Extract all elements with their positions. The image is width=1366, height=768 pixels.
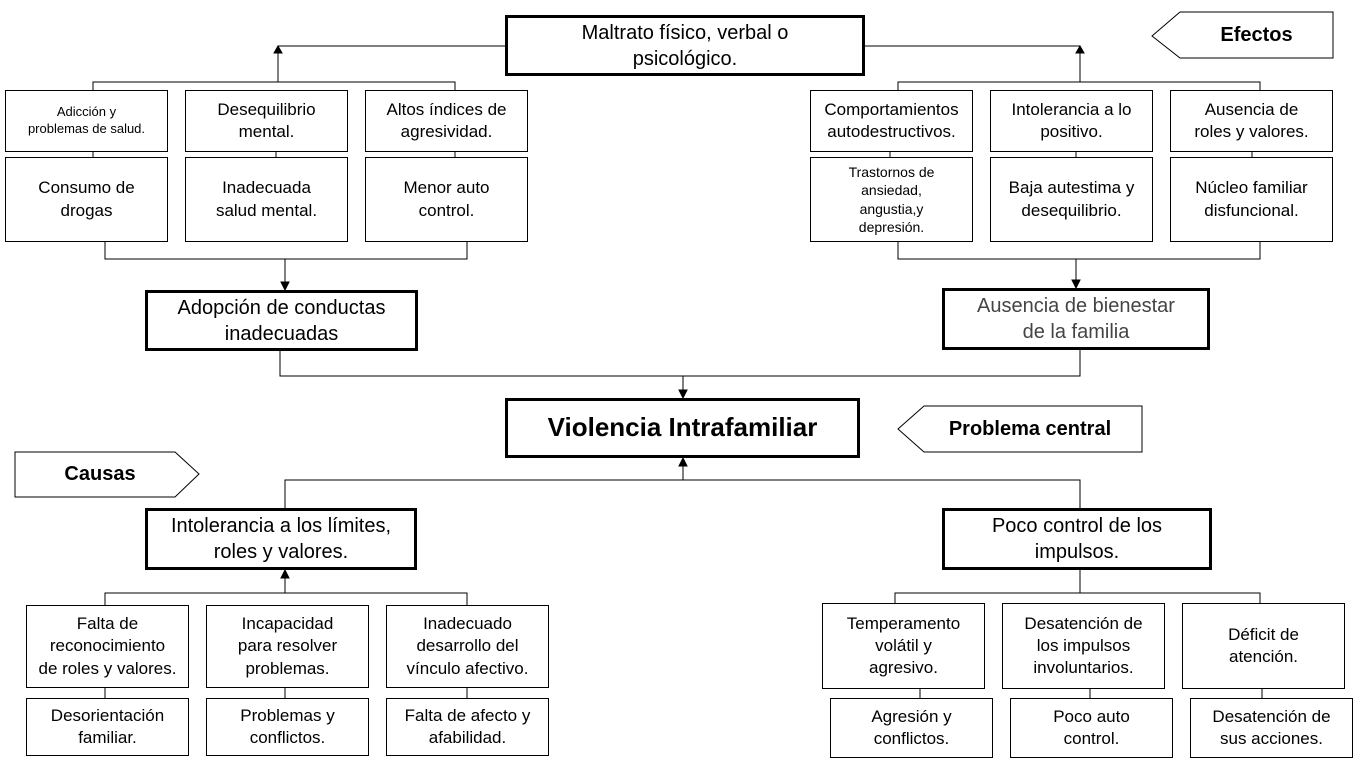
effect-left-lower-3: Menor auto control. xyxy=(365,157,528,242)
effect-right-lower-3-text: Núcleo familiar disfuncional. xyxy=(1195,178,1308,220)
arrow-down-right-main xyxy=(1071,279,1081,290)
problema-central-tag-shape xyxy=(897,405,1143,453)
central-problem-box: Violencia Intrafamiliar xyxy=(505,398,860,458)
effect-right-upper-1-text: Comportamientos autodestructivos. xyxy=(824,99,959,141)
cause-left-lower-2-text: Problemas y conflictos. xyxy=(240,705,335,747)
causas-label: Causas xyxy=(64,463,136,485)
arrow-up-left-top xyxy=(273,44,283,54)
cause-right-upper-2: Desatención de los impulsos involuntario… xyxy=(1002,603,1165,689)
cause-left-lower-3: Falta de afecto y afabilidad. xyxy=(386,698,549,756)
effect-left-upper-3: Altos índices de agresividad. xyxy=(365,90,528,152)
effect-right-upper-3: Ausencia de roles y valores. xyxy=(1170,90,1333,152)
cause-left-upper-2-text: Incapacidad para resolver problemas. xyxy=(237,614,338,678)
effect-left-lower-1: Consumo de drogas xyxy=(5,157,168,242)
top-effect-box: Maltrato físico, verbal o psicológico. xyxy=(505,15,865,76)
cause-left-upper-1-text: Falta de reconocimiento de roles y valor… xyxy=(38,614,177,678)
effect-left-lower-1-text: Consumo de drogas xyxy=(38,178,135,220)
top-left-connector xyxy=(277,45,505,82)
cause-right-main-text: Poco control de los impulsos. xyxy=(991,515,1163,563)
arrow-down-central xyxy=(678,389,688,400)
cause-left-upper-3-text: Inadecuado desarrollo del vínculo afecti… xyxy=(406,614,529,678)
arrow-down-left-main xyxy=(280,281,290,292)
efectos-tag-shape xyxy=(1151,11,1334,59)
cause-right-lower-2-text: Poco auto control. xyxy=(1053,706,1130,748)
cause-right-main: Poco control de los impulsos. xyxy=(942,508,1212,570)
effect-right-upper-2: Intolerancia a lo positivo. xyxy=(990,90,1153,152)
efectos-label: Efectos xyxy=(1220,23,1293,46)
cause-right-upper-2-text: Desatención de los impulsos involuntario… xyxy=(1024,613,1143,678)
effect-left-upper-3-text: Altos índices de agresividad. xyxy=(386,99,507,141)
effect-right-main-text: Ausencia de bienestar de la familia xyxy=(977,295,1175,343)
cause-right-lower-2: Poco auto control. xyxy=(1010,698,1173,758)
effect-left-main: Adopción de conductas inadecuadas xyxy=(145,290,418,351)
effect-right-lower-2: Baja autestima y desequilibrio. xyxy=(990,157,1153,242)
top-effect-text: Maltrato físico, verbal o psicológico. xyxy=(581,21,789,70)
effect-left-lower-2-text: Inadecuada salud mental. xyxy=(215,178,318,220)
cause-left-lower-1: Desorientación familiar. xyxy=(26,698,189,756)
central-problem-text: Violencia Intrafamiliar xyxy=(547,412,818,443)
cause-left-main: Intolerancia a los límites, roles y valo… xyxy=(145,508,417,570)
cause-right-upper-3-text: Déficit de atención. xyxy=(1228,624,1299,666)
effect-right-lower-2-text: Baja autestima y desequilibrio. xyxy=(1008,178,1135,220)
effect-left-lower-2: Inadecuada salud mental. xyxy=(185,157,348,242)
effect-right-upper-3-text: Ausencia de roles y valores. xyxy=(1194,99,1309,141)
effect-left-upper-1: Adicción y problemas de salud. xyxy=(5,90,168,152)
effect-left-main-text: Adopción de conductas inadecuadas xyxy=(177,296,386,345)
cause-left-lower-2: Problemas y conflictos. xyxy=(206,698,369,756)
effect-left-upper-2: Desequilibrio mental. xyxy=(185,90,348,152)
cause-left-lower-3-text: Falta de afecto y afabilidad. xyxy=(404,705,531,747)
cause-right-lower-3: Desatención de sus acciones. xyxy=(1190,698,1353,758)
cause-right-upper-1-text: Temperamento volátil y agresivo. xyxy=(846,613,961,678)
causas-tag-shape xyxy=(14,451,200,498)
arrow-up-left-cause xyxy=(280,568,290,579)
cause-right-upper-3: Déficit de atención. xyxy=(1182,603,1345,689)
effect-right-upper-1: Comportamientos autodestructivos. xyxy=(810,90,973,152)
cause-right-upper-1: Temperamento volátil y agresivo. xyxy=(822,603,985,689)
effect-left-upper-2-text: Desequilibrio mental. xyxy=(217,99,316,141)
effect-right-lower-1-text: Trastornos de ansiedad, angustia,y depre… xyxy=(848,164,935,235)
cause-left-main-text: Intolerancia a los límites, roles y valo… xyxy=(170,515,392,563)
cause-left-upper-3: Inadecuado desarrollo del vínculo afecti… xyxy=(386,605,549,688)
effect-right-lower-3: Núcleo familiar disfuncional. xyxy=(1170,157,1333,242)
cause-left-lower-1-text: Desorientación familiar. xyxy=(50,705,165,747)
cause-right-lower-3-text: Desatención de sus acciones. xyxy=(1212,706,1331,748)
cause-left-upper-2: Incapacidad para resolver problemas. xyxy=(206,605,369,688)
top-right-connector xyxy=(865,45,1081,82)
effect-left-upper-1-text: Adicción y problemas de salud. xyxy=(27,104,146,136)
arrow-up-right-top xyxy=(1075,44,1085,54)
problema-central-label: Problema central xyxy=(948,417,1112,440)
effect-right-lower-1: Trastornos de ansiedad, angustia,y depre… xyxy=(810,157,973,242)
cause-right-lower-1: Agresión y conflictos. xyxy=(830,698,993,758)
effect-right-upper-2-text: Intolerancia a lo positivo. xyxy=(1011,99,1132,141)
cause-left-upper-1: Falta de reconocimiento de roles y valor… xyxy=(26,605,189,688)
effect-right-main: Ausencia de bienestar de la familia xyxy=(942,288,1210,350)
arrow-up-central xyxy=(678,456,688,467)
effect-left-lower-3-text: Menor auto control. xyxy=(403,178,490,220)
cause-right-lower-1-text: Agresión y conflictos. xyxy=(871,706,952,748)
